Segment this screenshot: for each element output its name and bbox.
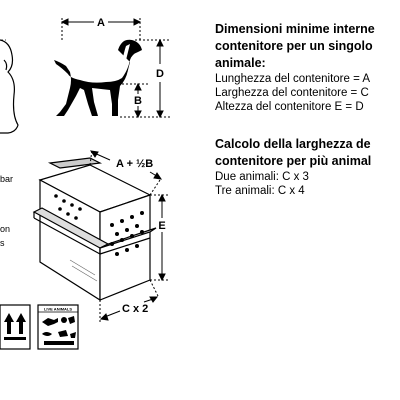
dimension-d-arrow (120, 38, 170, 119)
dimension-a-half-b-arrow (89, 149, 163, 196)
section2-title-line1: Calcolo della larghezza de (215, 137, 371, 151)
section2-line1: Due animali: C x 3 (215, 171, 309, 183)
animal-icons (42, 316, 76, 345)
crate-right-face (99, 194, 151, 301)
dimension-c-x2-label: C x 2 (122, 303, 148, 315)
dimension-e-label: E (158, 220, 165, 232)
dimension-b-label: B (134, 95, 142, 107)
shipping-crate (32, 157, 157, 302)
side-fragment-bar: bar (0, 174, 13, 184)
section1-title-line3: animale: (215, 56, 266, 70)
crate-floor-mesh (69, 259, 98, 282)
section1-title-line2: contenitore per un singolo (215, 39, 373, 53)
dimension-d-label: D (156, 68, 164, 80)
seated-dog-outline (0, 39, 19, 134)
dimension-a-half-b-label: A + ½B (116, 158, 153, 170)
dimension-a-arrow (60, 18, 142, 40)
section1-line2: Larghezza del contenitore = C (215, 87, 369, 99)
section2-title-line2: contenitore per più animal (215, 154, 372, 168)
dimension-e-arrow (150, 193, 168, 282)
side-fragment-on: on (0, 224, 10, 234)
standing-dog-silhouette (54, 39, 142, 116)
dimension-b-arrow (118, 82, 148, 119)
crate-ventilation-holes (54, 194, 144, 256)
dimension-a-label: A (97, 17, 105, 29)
section1-line1: Lunghezza del contenitore = A (215, 73, 371, 85)
this-way-up-label (0, 304, 31, 350)
dimension-c-x2-arrow (99, 279, 159, 322)
section1-line3: Altezza del contenitore E = D (215, 101, 364, 113)
section2-line2: Tre animali: C x 4 (215, 185, 305, 197)
section1-title-line1: Dimensioni minime interne (215, 22, 375, 36)
up-arrow-icon (4, 313, 26, 340)
crate-top-mesh (47, 157, 103, 169)
live-animals-label: LIVE ANIMALS (37, 304, 79, 350)
live-animals-text: LIVE ANIMALS (44, 307, 72, 312)
side-fragment-s: s (0, 238, 5, 248)
